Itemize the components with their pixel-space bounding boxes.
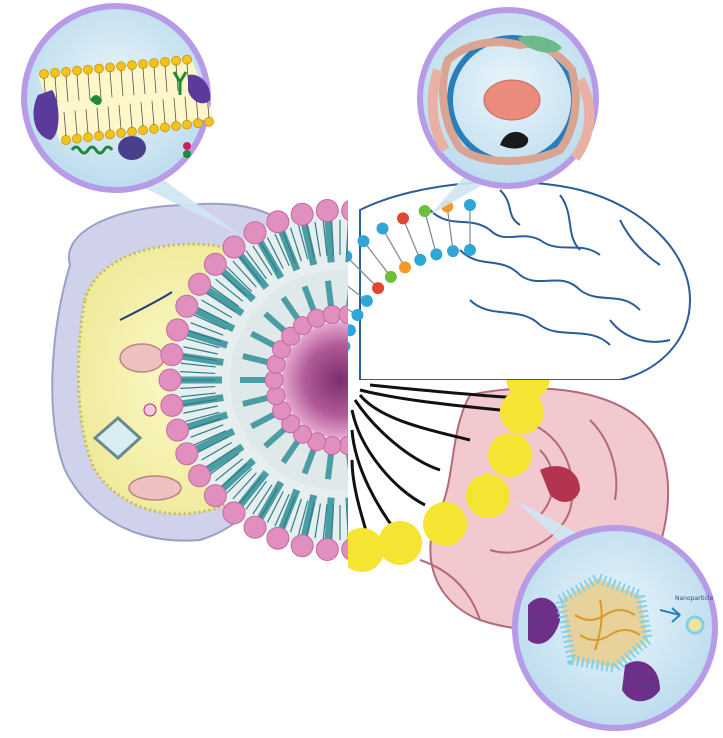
lipid-head (397, 212, 409, 224)
ion-dot (183, 142, 191, 150)
lipid-head (128, 61, 137, 70)
label-ooc: OOC (640, 683, 654, 690)
lipid-head (176, 295, 198, 317)
lipid-head (291, 535, 313, 557)
lipid-head (167, 319, 189, 341)
lipid-head (183, 120, 192, 129)
vesicle (144, 404, 156, 416)
lipid-head (84, 133, 93, 142)
lipid-head (414, 254, 426, 266)
lipid-head (361, 295, 373, 307)
label-ho: HO (530, 617, 540, 624)
lipid-head (117, 129, 126, 138)
lipid-head (385, 271, 397, 283)
lipid-head (189, 465, 211, 487)
yellow-bead (378, 521, 422, 565)
lipid-head (73, 66, 82, 75)
lipid-head (172, 56, 181, 65)
lipid-head (62, 136, 71, 145)
lipid-head (377, 222, 389, 234)
lipid-head (150, 124, 159, 133)
lipid-head (399, 261, 411, 273)
lipid-head (323, 305, 341, 323)
brain-outline (289, 180, 723, 386)
lipid-head (372, 282, 384, 294)
lipid-head (73, 134, 82, 143)
lipid-head (205, 117, 214, 126)
mitochondrion (129, 476, 181, 500)
label-nanoparticle: Nanoparticle (675, 595, 714, 602)
yellow-bead (423, 502, 467, 546)
lipid-head (244, 222, 266, 244)
lipid-head (357, 235, 369, 247)
lipid-head (95, 131, 104, 140)
lipid-head (106, 130, 115, 139)
lipid-head (223, 502, 245, 524)
lipid-head (167, 419, 189, 441)
lipid-head (464, 199, 476, 211)
lipid-head (464, 244, 476, 256)
small-nanoparticle (687, 617, 703, 633)
lipid-head (176, 443, 198, 465)
lipid-head (265, 371, 283, 389)
lipid-head (161, 57, 170, 66)
lipid-head (267, 211, 289, 233)
nucleus (484, 80, 540, 120)
membrane-protein (118, 136, 146, 160)
lipid-head (40, 70, 49, 79)
membrane-bilayer-inset (24, 6, 240, 235)
lipid-head (84, 65, 93, 74)
lipid-head (139, 60, 148, 69)
lipid-head (172, 122, 181, 131)
lipid-head (223, 236, 245, 258)
lipid-head (117, 62, 126, 71)
lipid-head (128, 127, 137, 136)
lipid-head (161, 394, 183, 416)
lipid-head (150, 59, 159, 68)
lipid-head (159, 369, 181, 391)
lipid-head (430, 248, 442, 260)
lipid-head (51, 68, 60, 77)
lipid-head (62, 67, 71, 76)
lipid-head (244, 516, 266, 538)
lipid-head (204, 485, 226, 507)
lipid-head (194, 119, 203, 128)
lipid-head (106, 63, 115, 72)
lipid-head (204, 253, 226, 275)
ion-dot (183, 150, 191, 158)
lipid-head (183, 55, 192, 64)
lipid-head (447, 245, 459, 257)
mitochondrion (120, 344, 164, 372)
lipid-head (351, 309, 363, 321)
lipid-head (291, 203, 313, 225)
lipid-head (139, 126, 148, 135)
lipid-head (419, 205, 431, 217)
lipid-head (189, 273, 211, 295)
lipid-head (161, 344, 183, 366)
lipid-head (267, 527, 289, 549)
yellow-bead (466, 474, 510, 518)
lipid-head (316, 199, 338, 221)
lipid-head (161, 123, 170, 132)
lipid-head (316, 539, 338, 561)
lipid-head (95, 64, 104, 73)
yellow-bead (488, 433, 532, 477)
lipid-head (267, 387, 285, 405)
